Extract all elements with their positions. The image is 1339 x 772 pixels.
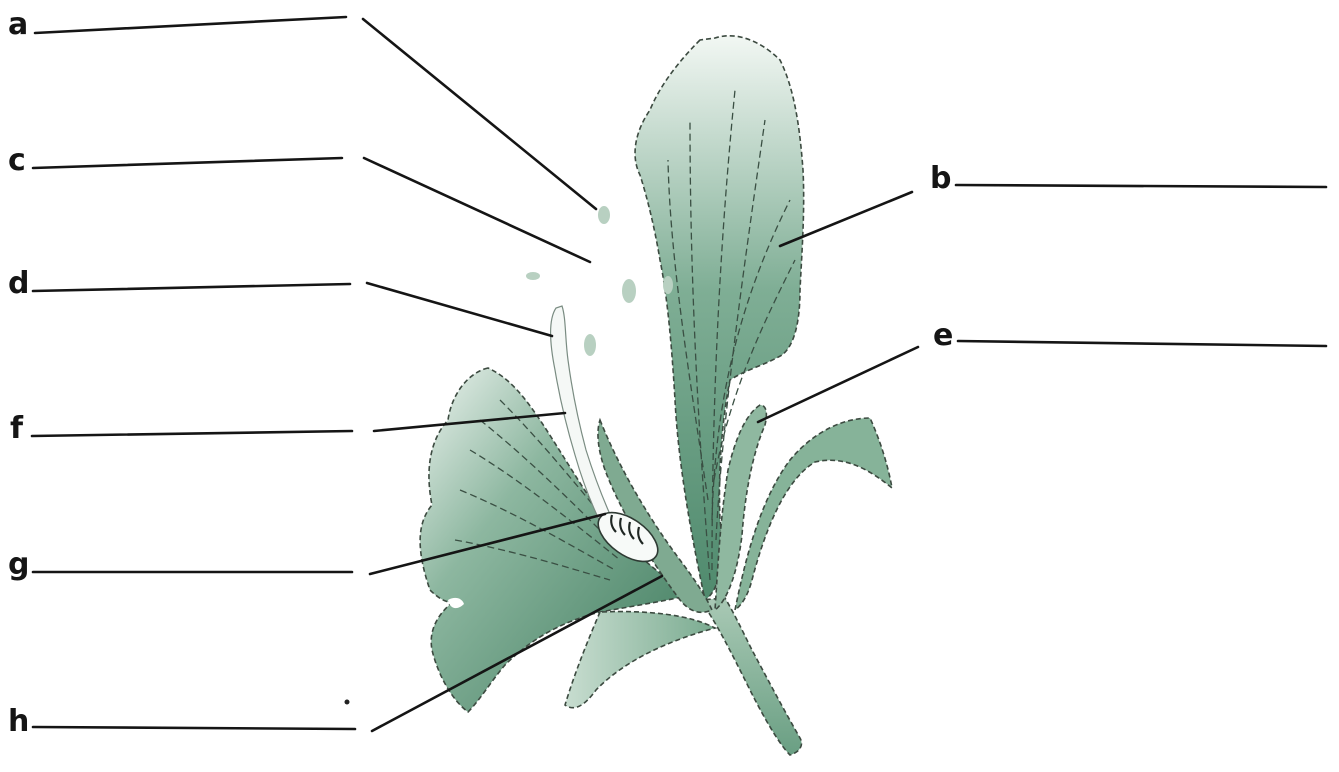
label-a: a <box>8 7 28 42</box>
leader-a <box>35 17 596 209</box>
label-d: d <box>8 266 29 301</box>
label-h: h <box>8 704 29 739</box>
leader-b <box>780 185 1326 246</box>
sepal-lower-left <box>565 612 715 708</box>
standard-petal <box>635 36 804 600</box>
label-e: e <box>933 318 953 353</box>
label-g: g <box>8 547 29 582</box>
leader-d <box>33 283 552 336</box>
leader-e <box>758 341 1326 422</box>
label-c: c <box>8 143 26 178</box>
label-b: b <box>930 161 951 196</box>
label-f: f <box>10 411 24 446</box>
sepal-right <box>735 418 892 610</box>
dot-mark <box>345 700 350 705</box>
leader-c <box>33 158 590 262</box>
stem <box>700 598 802 755</box>
pollen-specks <box>526 206 673 356</box>
flower-illustration <box>345 36 893 755</box>
